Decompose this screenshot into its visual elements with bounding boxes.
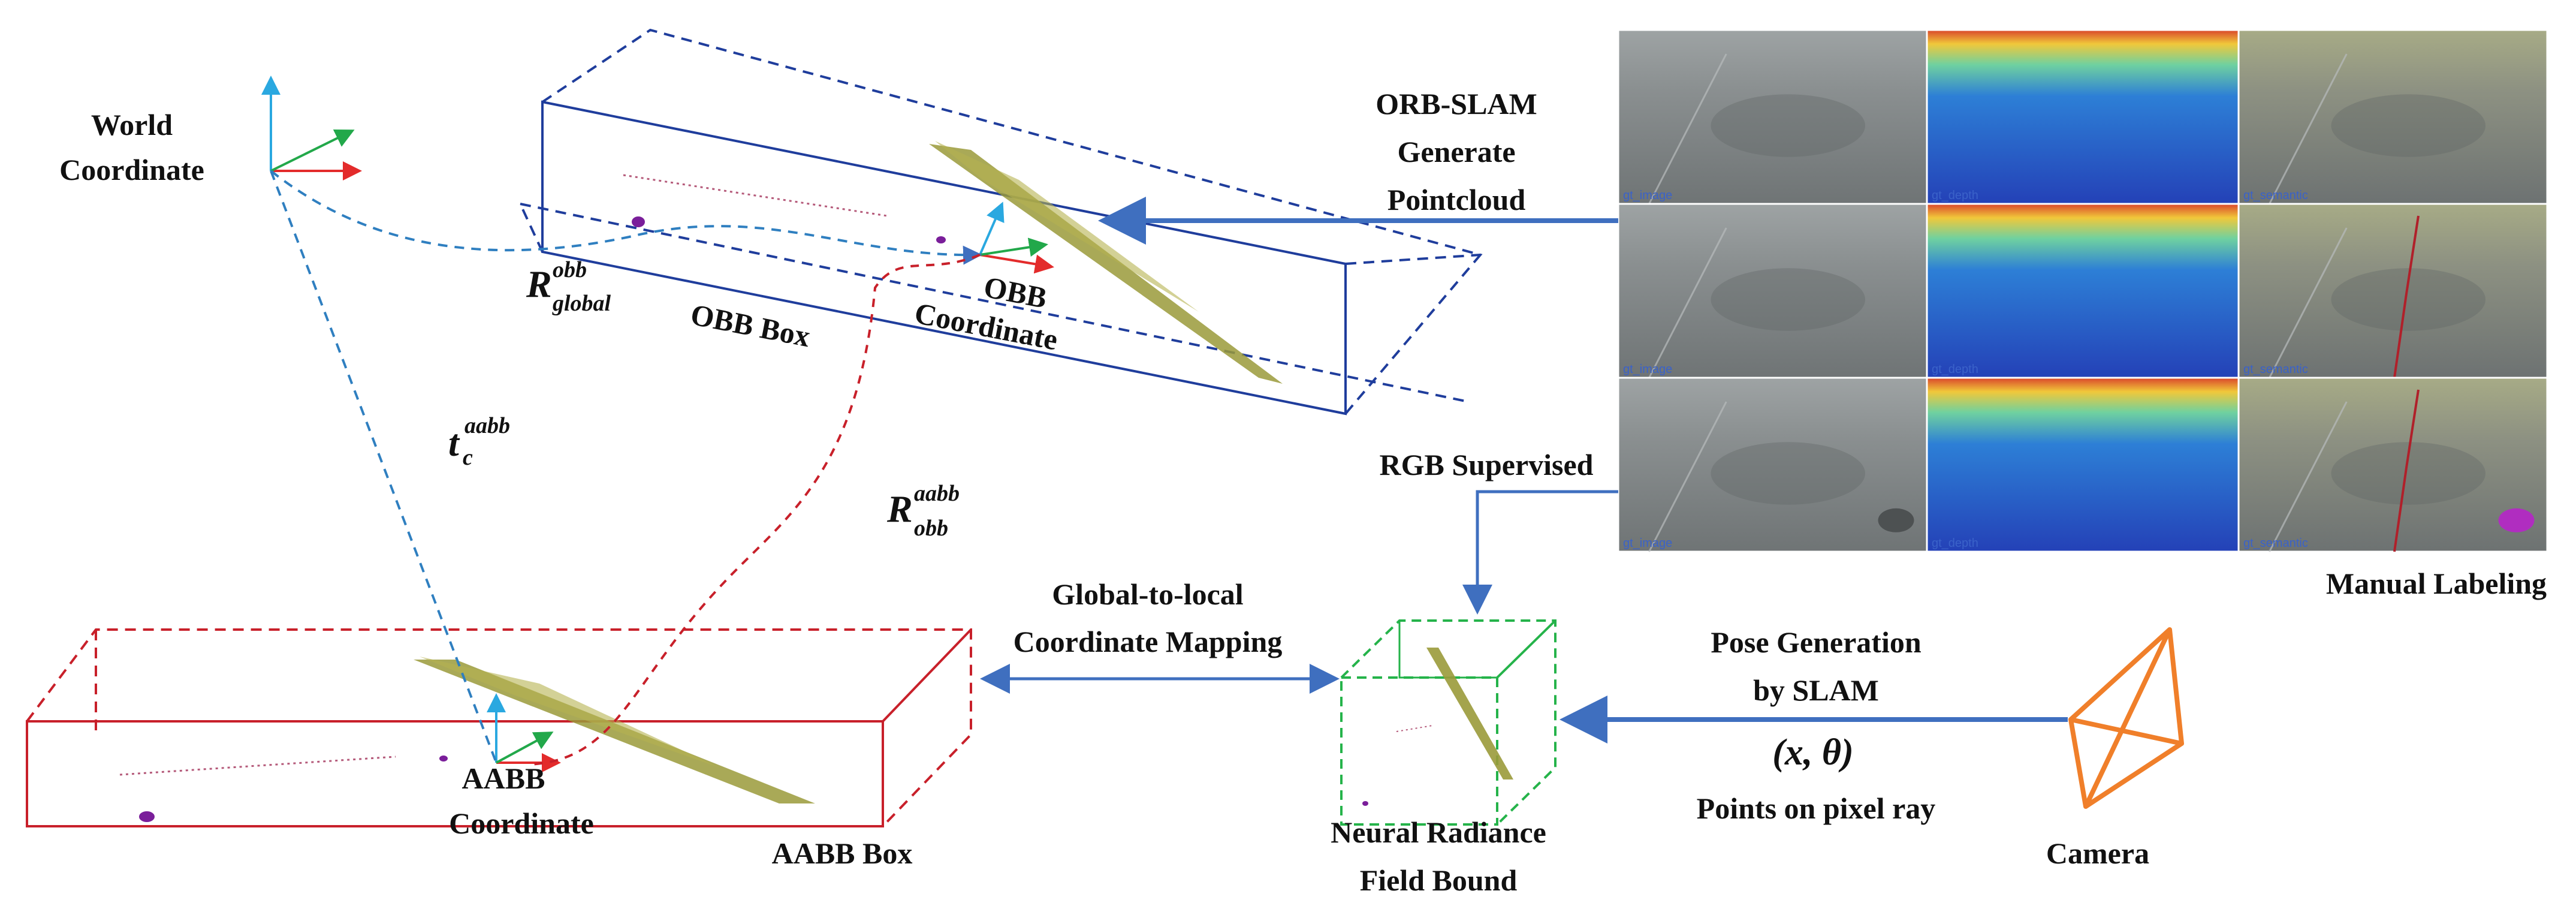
grid-cell-gt_depth: gt_depth xyxy=(1926,377,2240,553)
grid-cell-tag: gt_image xyxy=(1623,189,1672,202)
grid-cell-gt_image: gt_image xyxy=(1617,203,1928,379)
svg-text:Coordinate: Coordinate xyxy=(449,806,594,840)
svg-text:Generate: Generate xyxy=(1397,135,1515,168)
r-obb-aabb-label: R aabb obb xyxy=(886,481,960,541)
svg-text:obb: obb xyxy=(553,257,587,282)
svg-text:global: global xyxy=(552,291,611,316)
global-to-local-label: Global-to-local Coordinate Mapping xyxy=(1013,577,1283,658)
camera-icon xyxy=(2068,627,2184,809)
grid-cell-gt_depth: gt_depth xyxy=(1926,203,2240,379)
svg-text:obb: obb xyxy=(914,516,948,541)
aabb-axes xyxy=(487,693,561,772)
svg-text:Field Bound: Field Bound xyxy=(1360,863,1518,897)
svg-text:Coordinate Mapping: Coordinate Mapping xyxy=(1013,625,1283,658)
grid-cell-gt_image: gt_image xyxy=(1617,377,1928,553)
orb-slam-label: ORB-SLAM Generate Pointcloud xyxy=(1376,87,1537,216)
obb-coordinate-label: OBB Coordinate xyxy=(912,270,1061,357)
world-coordinate-label: World Coordinate xyxy=(59,108,204,186)
svg-text:R: R xyxy=(886,487,913,530)
grid-cell-tag: gt_semantic xyxy=(2243,363,2308,376)
grid-cell-tag: gt_image xyxy=(1623,363,1672,376)
grid-cell-tag: gt_semantic xyxy=(2243,189,2308,202)
svg-text:t: t xyxy=(448,422,460,464)
obb-axes xyxy=(979,201,1054,274)
svg-text:ORB-SLAM: ORB-SLAM xyxy=(1376,87,1537,121)
r-global-obb-label: R obb global xyxy=(526,257,611,316)
world-to-obb-curve xyxy=(270,170,982,265)
grid-cell-gt_semantic: gt_semantic xyxy=(2237,29,2548,205)
svg-text:R: R xyxy=(526,263,552,305)
svg-text:AABB: AABB xyxy=(462,762,545,795)
grid-cell-tag: gt_depth xyxy=(1932,363,1978,376)
aabb-point-cloud xyxy=(119,657,815,822)
world-to-aabb-line xyxy=(270,170,497,763)
grid-cell-gt_semantic: gt_semantic xyxy=(2237,203,2548,379)
grid-cell-gt_semantic: gt_semantic xyxy=(2237,377,2548,553)
svg-text:aabb: aabb xyxy=(914,481,960,506)
aabb-box xyxy=(26,628,972,827)
grid-cell-gt_image: gt_image xyxy=(1617,29,1928,205)
aabb-coordinate-label: AABB Coordinate xyxy=(449,762,594,840)
grid-cell-tag: gt_depth xyxy=(1932,189,1978,202)
obb-to-aabb-curve xyxy=(527,254,981,766)
points-on-ray-label: Points on pixel ray xyxy=(1697,791,1936,825)
svg-text:World: World xyxy=(91,108,173,142)
nerf-bound-label: Neural Radiance Field Bound xyxy=(1331,815,1546,897)
pose-generation-label: Pose Generation by SLAM xyxy=(1711,625,1922,707)
manual-labeling-label: Manual Labeling xyxy=(2326,567,2547,600)
svg-text:by SLAM: by SLAM xyxy=(1753,673,1879,707)
svg-text:Global-to-local: Global-to-local xyxy=(1052,577,1244,611)
pose-tuple-label: (x, θ) xyxy=(1772,732,1853,773)
svg-text:Pointcloud: Pointcloud xyxy=(1387,183,1526,216)
aabb-box-label: AABB Box xyxy=(772,836,913,870)
nerf-bound-cube xyxy=(1340,619,1557,826)
grid-cell-tag: gt_depth xyxy=(1932,537,1978,550)
obb-box xyxy=(519,28,1483,416)
t-c-aabb-label: t aabb c xyxy=(448,413,510,470)
rgb-supervised-arrow xyxy=(1462,490,1618,615)
image-grid: gt_image gt_depth gt_semantic gt_image gt_de… xyxy=(1617,29,2548,553)
svg-text:Pose Generation: Pose Generation xyxy=(1711,625,1922,659)
svg-text:aabb: aabb xyxy=(464,413,510,438)
svg-text:Neural Radiance: Neural Radiance xyxy=(1331,815,1546,849)
grid-cell-tag: gt_semantic xyxy=(2243,537,2308,550)
camera-label: Camera xyxy=(2046,836,2149,870)
obb-box-label: OBB Box xyxy=(688,297,813,353)
svg-text:Coordinate: Coordinate xyxy=(59,153,204,186)
grid-cell-tag: gt_image xyxy=(1623,537,1672,550)
svg-text:c: c xyxy=(463,445,473,470)
grid-cell-gt_depth: gt_depth xyxy=(1926,29,2240,205)
svg-text:OBB: OBB xyxy=(981,270,1049,315)
world-axes xyxy=(261,76,362,180)
rgb-supervised-label: RGB Supervised xyxy=(1379,448,1593,481)
obb-point-cloud xyxy=(623,141,1283,384)
